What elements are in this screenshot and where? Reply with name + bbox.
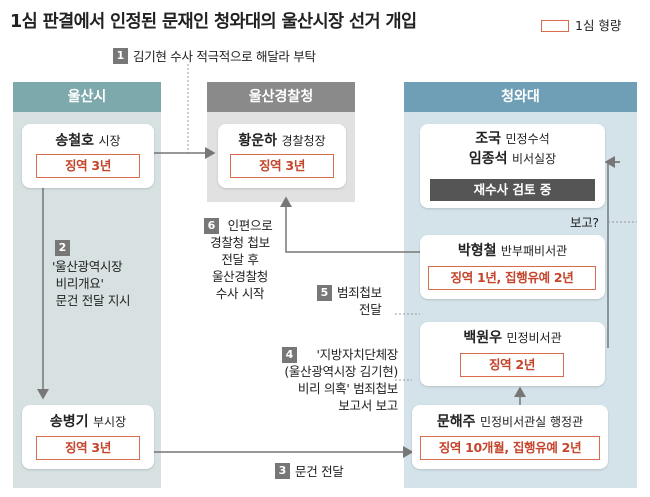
legend-label: 1심 형량: [575, 18, 622, 33]
song-byeonggi-name: 송병기: [49, 414, 89, 430]
card-song-byeonggi: 송병기 부시장 징역 3년: [22, 405, 154, 469]
column-ulsan-header: 울산시: [13, 82, 161, 112]
cho-kuk-position: 민정수석: [505, 132, 550, 146]
step-6-line-1: 인편으로: [227, 218, 273, 233]
step-3-badge: 3: [275, 463, 290, 479]
column-police-header: 울산경찰청: [207, 82, 355, 112]
song-cheolho-name: 송철호: [55, 133, 95, 149]
card-park-hyeongcheol: 박형철 반부패비서관 징역 1년, 집행유예 2년: [420, 235, 605, 299]
step-5-line-2: 전달: [359, 302, 382, 317]
cho-kuk-name: 조국: [475, 131, 502, 147]
moon-haeju-sentence: 징역 10개월, 집행유예 2년: [420, 436, 600, 460]
step-2-badge: 2: [55, 240, 70, 256]
step-5-text: 범죄첩보 전달: [337, 284, 382, 318]
column-bluehouse-header: 청와대: [404, 82, 637, 112]
song-byeonggi-sentence: 징역 3년: [36, 436, 140, 460]
moon-haeju-position: 민정비서관실 행정관: [479, 415, 584, 429]
park-hyeongcheol-sentence: 징역 1년, 집행유예 2년: [428, 266, 596, 290]
step-1-badge: 1: [113, 48, 128, 64]
step-6-line-2: 경찰청 첩보: [210, 235, 270, 250]
step-5-line-1: 범죄첩보: [337, 285, 382, 300]
baek-wonwoo-position: 민정비서관: [506, 331, 562, 345]
song-cheolho-position: 시장: [98, 134, 121, 148]
card-baek-wonwoo: 백원우 민정비서관 징역 2년: [420, 322, 605, 386]
step-4-line-2: (울산광역시장 김기현): [284, 364, 398, 379]
lim-jongseok-name: 임종석: [468, 151, 508, 167]
lim-jongseok-position: 비서실장: [511, 152, 557, 166]
park-hyeongcheol-name: 박형철: [457, 243, 497, 259]
card-cho-lim: 조국 민정수석 임종석 비서실장 재수사 검토 중: [420, 124, 605, 208]
song-byeonggi-position: 부시장: [92, 415, 127, 429]
step-1-text: 김기현 수사 적극적으로 해달라 부탁: [133, 49, 316, 64]
legend-swatch: [541, 20, 569, 32]
step-2-text: '울산광역시장 비리개요' 문건 전달 지시: [52, 258, 131, 309]
song-cheolho-sentence: 징역 3년: [36, 154, 140, 178]
step-5-badge: 5: [317, 285, 332, 301]
card-moon-haeju: 문해주 민정비서관실 행정관 징역 10개월, 집행유예 2년: [412, 405, 608, 469]
step-6-text: 인편으로 경찰청 첩보 전달 후 울산경찰청 수사 시작: [198, 217, 282, 302]
reinvestigation-bar: 재수사 검토 중: [430, 179, 595, 201]
park-hyeongcheol-position: 반부패비서관: [500, 244, 568, 258]
step-2-line-3: 문건 전달 지시: [52, 293, 131, 308]
hwang-unha-sentence: 징역 3년: [230, 154, 334, 178]
hwang-unha-name: 황운하: [238, 133, 277, 149]
step-6-badge: 6: [204, 218, 219, 234]
step-2-line-1: '울산광역시장: [52, 259, 123, 274]
card-song-cheolho: 송철호 시장 징역 3년: [22, 124, 154, 188]
hwang-unha-position: 경찰청장: [281, 134, 326, 148]
baek-wonwoo-sentence: 징역 2년: [460, 353, 564, 377]
page-title: 1심 판결에서 인정된 문재인 청와대의 울산시장 선거 개입: [10, 12, 417, 32]
baek-wonwoo-name: 백원우: [463, 330, 502, 346]
step-6-line-4: 울산경찰청: [211, 269, 268, 284]
step-6-line-3: 전달 후: [221, 252, 259, 267]
step-6-line-5: 수사 시작: [215, 286, 265, 301]
step-2-line-2: 비리개요': [52, 276, 104, 291]
step-4-text: '지방자치단체장 (울산광역시장 김기현) 비리 의혹' 범죄첩보 보고서 보고: [254, 346, 398, 414]
card-hwang-unha: 황운하 경찰청장 징역 3년: [218, 124, 346, 188]
report-label: 보고?: [570, 215, 599, 230]
moon-haeju-name: 문해주: [436, 414, 476, 430]
step-3-text: 문건 전달: [295, 464, 344, 479]
step-4-line-3: 비리 의혹' 범죄첩보: [297, 381, 398, 396]
step-4-line-4: 보고서 보고: [338, 398, 398, 413]
step-4-line-1: '지방자치단체장: [316, 347, 398, 362]
step-4-badge: 4: [282, 347, 297, 363]
